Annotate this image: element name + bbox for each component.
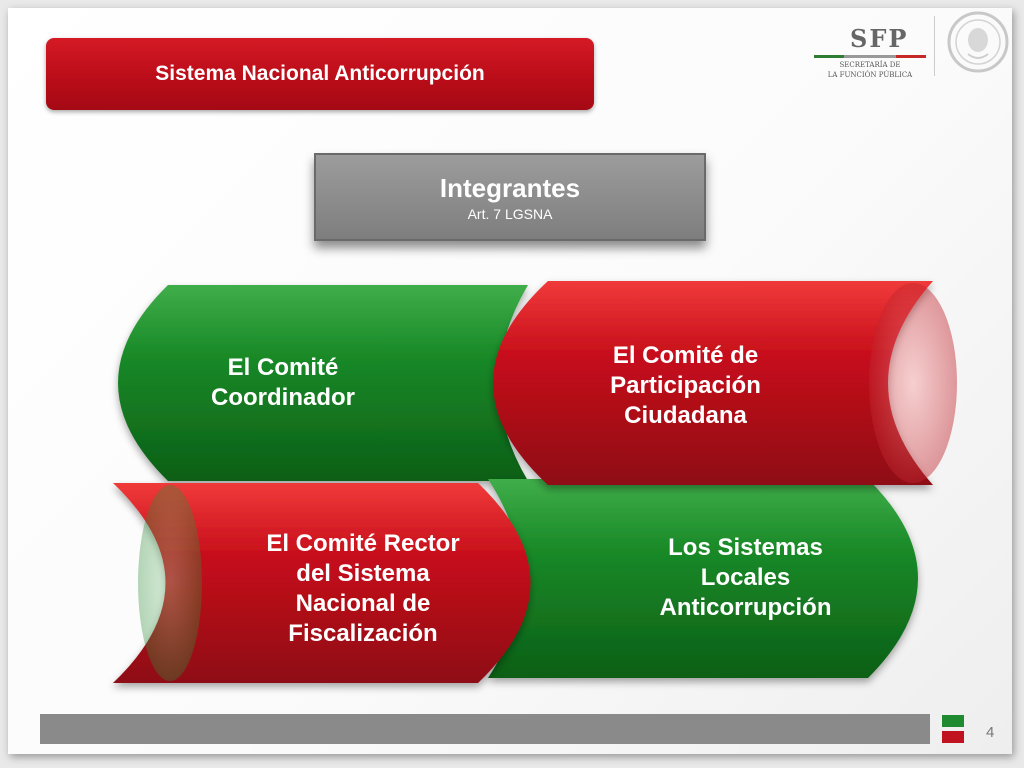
member-shape-comite-coordinador [118,285,528,481]
logo-line-1: SECRETARÍA DE [839,61,901,69]
title-banner: Sistema Nacional Anticorrupción [46,38,594,110]
footer-bar [40,714,930,744]
flag-green-block [942,715,964,727]
member-shape-comite-participacion [493,281,933,485]
integrantes-title: Integrantes [439,172,581,203]
sfp-logo: SFP SECRETARÍA DE LA FUNCIÓN PÚBLICA [814,24,926,84]
member-shape-sistemas-locales [488,479,918,678]
logo-acronym: SFP [850,24,909,53]
slide: Sistema Nacional Anticorrupción SFP SECR… [8,8,1012,754]
integrantes-subtitle: Art. 7 LGSNA [467,205,553,222]
members-diagram [113,281,957,683]
logo-divider [934,16,935,76]
logo-line-2: LA FUNCIÓN PÚBLICA [827,71,913,79]
integrantes-box: Integrantes Art. 7 LGSNA [314,153,706,241]
logo-tricolor-line [814,55,926,58]
member-shape-comite-rector [113,483,531,683]
slide-title: Sistema Nacional Anticorrupción [155,62,485,85]
page-number: 4 [986,724,995,741]
flag-red-block [942,731,964,743]
national-seal-icon [947,11,1009,73]
